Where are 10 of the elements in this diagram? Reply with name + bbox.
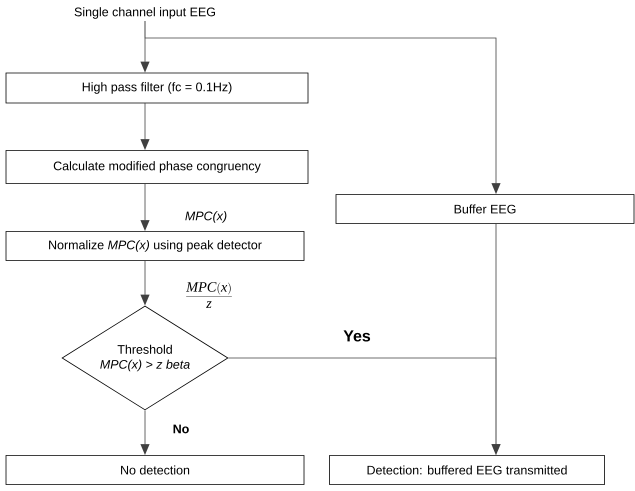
edge-label: Yes [342, 329, 372, 343]
process-box: Calculate modified phase congruency [6, 150, 308, 184]
input-label: Single channel input EEG [74, 7, 215, 19]
edge-label: No [172, 424, 190, 434]
process-box: Detection: buffered EEG transmitted [329, 455, 605, 485]
process-box: Buffer EEG [336, 194, 634, 224]
process-box: Normalize MPC(x) using peak detector [6, 231, 304, 261]
process-box: No detection [6, 455, 304, 485]
process-box: High pass filter (fc = 0.1Hz) [6, 72, 308, 104]
edge-label: MPC(x) [184, 210, 228, 224]
